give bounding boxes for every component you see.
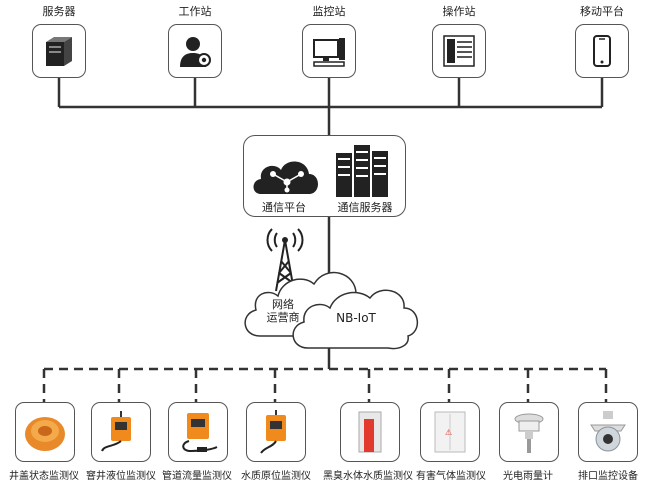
device-node-manhole — [15, 402, 75, 462]
dome-camera-icon — [590, 411, 626, 452]
device-node-black-water — [340, 402, 400, 462]
communication-hub: 通信平台 通信服务器 — [243, 135, 406, 217]
server-icon — [46, 37, 72, 66]
nbiot-label: NB-IoT — [336, 311, 376, 325]
server-rack-icon — [336, 145, 388, 197]
device-label-rain-gauge: 光电雨量计 — [503, 471, 553, 482]
operator-label-line2: 运营商 — [266, 311, 300, 324]
device-node-well-level — [91, 402, 151, 462]
device-node-dome-camera — [578, 402, 638, 462]
operator-station-node — [432, 24, 486, 78]
device-label-pipe-flow: 管道流量监测仪 — [162, 471, 232, 482]
rain-gauge-icon — [514, 413, 544, 453]
operator-panel-icon — [443, 35, 475, 67]
workstation-label: 工作站 — [178, 5, 212, 18]
cloud-network-icon — [253, 161, 318, 194]
device-label-well-level: 窨井液位监测仪 — [86, 471, 156, 482]
device-node-harmful-gas: ⚠ — [420, 402, 480, 462]
workstation-user-icon — [180, 37, 211, 67]
black-water-monitor-icon — [358, 411, 382, 453]
device-node-rain-gauge — [499, 402, 559, 462]
device-node-pipe-flow — [168, 402, 228, 462]
device-label-harmful-gas: 有害气体监测仪 — [416, 471, 486, 482]
water-quality-sensor-icon — [260, 410, 286, 454]
device-label-black-water: 黑臭水体水质监测仪 — [323, 471, 413, 482]
monitor-station-label: 监控站 — [312, 5, 346, 18]
monitor-computer-icon — [313, 38, 345, 67]
device-label-water-quality: 水质原位监测仪 — [241, 471, 311, 482]
operator-station-label: 操作站 — [442, 5, 476, 18]
harmful-gas-monitor-icon: ⚠ — [434, 411, 466, 453]
mobile-platform-label: 移动平台 — [580, 5, 624, 18]
network-clouds — [244, 271, 418, 350]
svg-text:⚠: ⚠ — [445, 428, 452, 437]
well-level-sensor-icon — [101, 411, 131, 452]
antenna-tower-icon — [266, 228, 304, 292]
monitor-station-node — [302, 24, 356, 78]
device-label-dome-camera: 排口监控设备 — [578, 471, 638, 482]
pipe-flow-sensor-icon — [182, 413, 218, 453]
server-label: 服务器 — [42, 5, 76, 18]
comm-server-label: 通信服务器 — [337, 201, 393, 214]
operator-label-line1: 网络 — [272, 298, 294, 311]
mobile-platform-node — [575, 24, 629, 78]
manhole-cover-sensor-icon — [25, 417, 65, 451]
server-node — [32, 24, 86, 78]
device-node-water-quality — [246, 402, 306, 462]
platform-label: 通信平台 — [262, 201, 306, 214]
mobile-phone-icon — [593, 35, 611, 67]
device-label-manhole: 井盖状态监测仪 — [9, 471, 79, 482]
workstation-node — [168, 24, 222, 78]
